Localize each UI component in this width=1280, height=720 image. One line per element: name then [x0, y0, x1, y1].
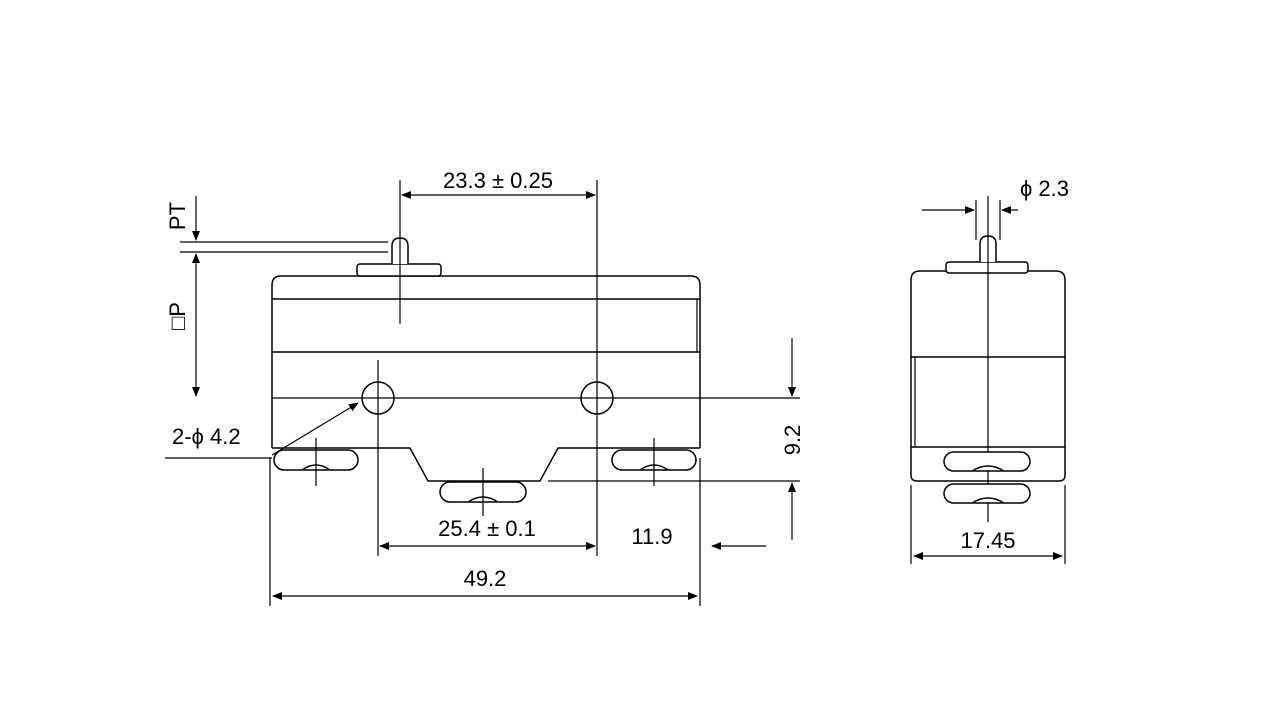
side-view: ϕ 2.3 17.45	[910, 176, 1069, 564]
body-bottom-outline	[272, 447, 700, 482]
dim-height-label: 9.2	[780, 425, 805, 456]
terminal-right	[611, 438, 697, 486]
dim-p-label: □P	[165, 302, 190, 330]
dim-offset-label: 11.9	[631, 524, 672, 549]
dim-top-pitch-label: 23.3 ± 0.25	[443, 168, 553, 193]
dim-length-label: 49.2	[464, 566, 507, 591]
front-view: 23.3 ± 0.25 PT □P 2-ϕ 4.2 9.2 25.4 ± 0.1…	[165, 168, 805, 606]
dim-holes-leader	[271, 402, 359, 456]
side-terminal-upper	[943, 451, 1031, 472]
switch-body	[271, 275, 701, 448]
dim-width-label: 17.45	[960, 528, 1015, 553]
side-body	[910, 270, 1066, 482]
dim-pt-label: PT	[165, 202, 190, 230]
side-plunger-collar	[945, 261, 1029, 274]
side-terminal-lower	[943, 483, 1031, 504]
plunger-collar	[356, 263, 442, 277]
dim-bottom-pitch-label: 25.4 ± 0.1	[438, 516, 536, 541]
terminal-left	[273, 438, 359, 486]
terminal-center	[439, 468, 527, 516]
dim-plunger-label: ϕ 2.3	[1020, 176, 1069, 201]
dim-holes-label: 2-ϕ 4.2	[172, 424, 241, 449]
